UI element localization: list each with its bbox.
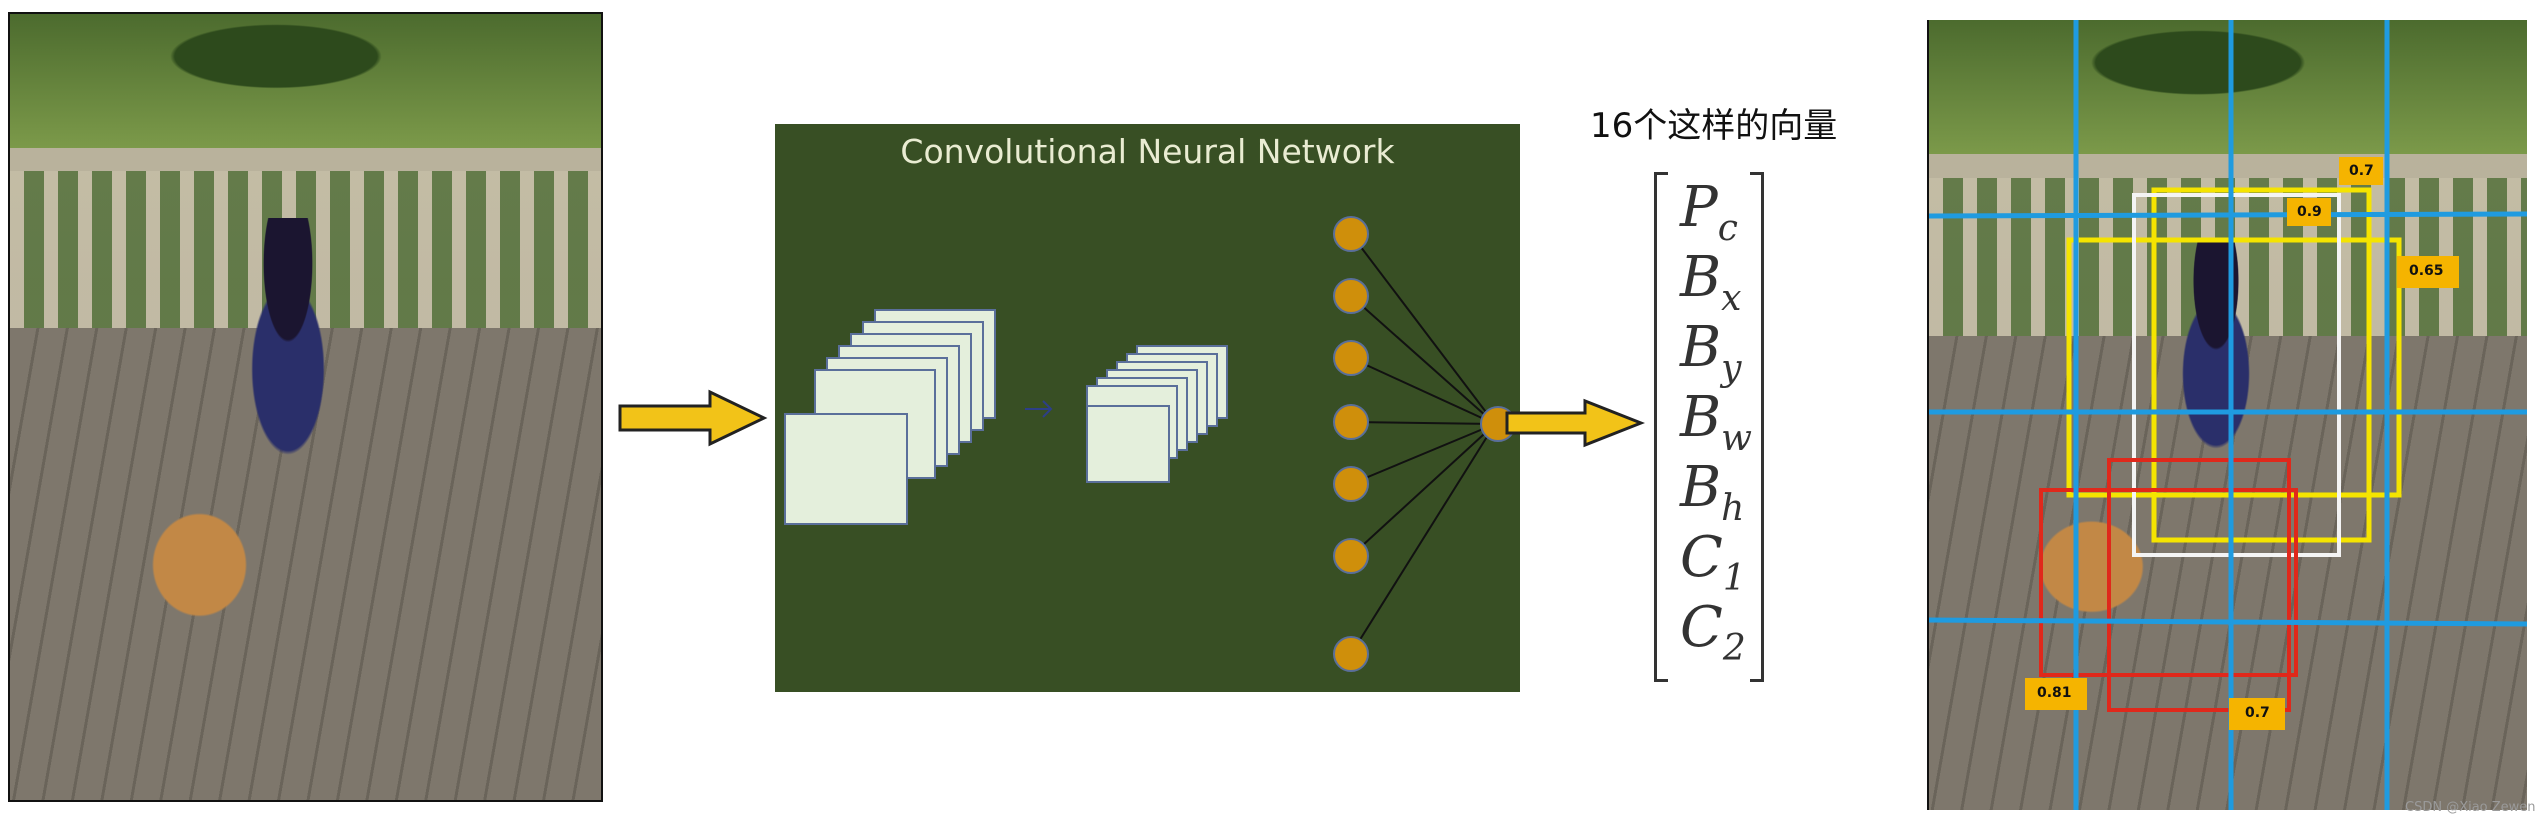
vector-entry: C2	[1680, 595, 1746, 669]
vector-bracket-left	[1654, 172, 1668, 682]
input-photo	[8, 12, 603, 802]
dog-figure	[128, 501, 259, 643]
red-box	[2039, 488, 2298, 677]
vector-entry: Bx	[1680, 245, 1742, 319]
detection-overlay	[1929, 20, 2527, 810]
vector-entry: Bh	[1680, 455, 1745, 529]
vector-entry: Bw	[1680, 385, 1752, 459]
red-box	[2107, 458, 2291, 712]
score-label: 0.81	[2037, 685, 2072, 701]
cnn-title: Convolutional Neural Network	[900, 132, 1395, 171]
person-figure	[2156, 241, 2276, 463]
vector-entry: C1	[1680, 525, 1746, 599]
arrow-icon-input-to-cnn	[618, 389, 768, 447]
cnn-diagram: Convolutional Neural Network	[775, 124, 1520, 692]
score-label: 0.7	[2349, 163, 2374, 179]
detection-photo: 0.7 0.9 0.65 0.81 0.7	[1927, 20, 2527, 810]
yellow-box	[2151, 187, 2372, 543]
score-label: 0.9	[2297, 204, 2322, 220]
vector-entry: Pc	[1680, 175, 1738, 249]
score-label: 0.7	[2245, 705, 2270, 721]
vector-bracket-right	[1750, 172, 1764, 682]
cnn-layers-graphic	[784, 216, 1516, 672]
person-figure	[222, 218, 353, 470]
output-vector: Pc Bx By Bw Bh C1 C2	[1650, 172, 1770, 682]
arrow-icon-cnn-to-vector	[1505, 398, 1645, 448]
vector-entry: By	[1680, 315, 1742, 389]
yellow-box	[2066, 237, 2402, 498]
vector-title: 16个这样的向量	[1590, 106, 1838, 146]
watermark: CSDN @Xiao Zewen	[2405, 800, 2536, 815]
white-box	[2132, 193, 2341, 557]
score-label: 0.65	[2409, 263, 2444, 279]
